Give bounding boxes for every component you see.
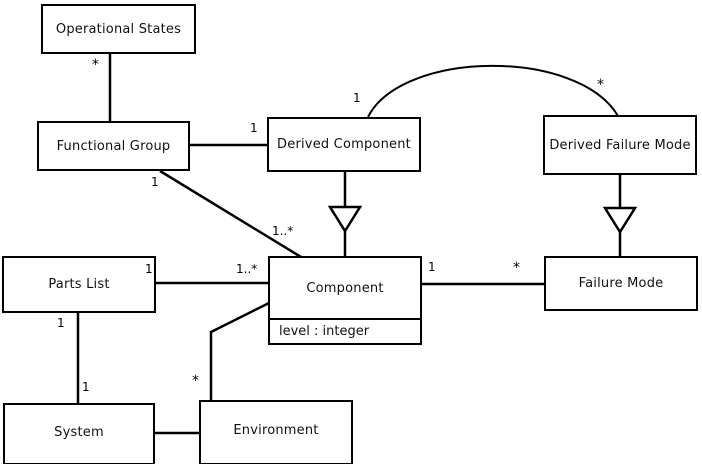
multiplicity-functional-group-component-many: 1..*	[272, 224, 294, 238]
multiplicity-arc-derived-component-one: 1	[353, 91, 361, 105]
class-name-component: Component	[306, 280, 384, 296]
class-box-environment[interactable]: Environment	[199, 400, 353, 464]
multiplicity-operational-states-many: *	[92, 57, 99, 73]
class-box-failure-mode[interactable]: Failure Mode	[544, 256, 698, 311]
class-name-functional-group: Functional Group	[56, 138, 171, 154]
class-name-derived-failure-mode: Derived Failure Mode	[549, 137, 691, 153]
generalization-triangle-component	[327, 205, 363, 234]
multiplicity-environment-many: *	[192, 373, 199, 389]
derived-component-to-derived-failure-mode-arc	[367, 64, 619, 118]
class-box-derived-component[interactable]: Derived Component	[267, 117, 421, 172]
class-box-operational-states[interactable]: Operational States	[41, 4, 196, 54]
class-box-derived-failure-mode[interactable]: Derived Failure Mode	[543, 115, 697, 175]
functional-group-to-component-diagonal	[159, 169, 302, 259]
multiplicity-arc-derived-failure-mode-many: *	[597, 77, 604, 93]
class-name-system: System	[54, 424, 104, 440]
class-name-parts-list: Parts List	[48, 277, 110, 292]
class-box-parts-list[interactable]: Parts List	[2, 256, 156, 313]
multiplicity-parts-list-system-upper-one: 1	[57, 316, 65, 330]
class-box-component[interactable]: Component level : integer	[268, 256, 422, 345]
class-box-system[interactable]: System	[3, 403, 155, 464]
class-box-functional-group[interactable]: Functional Group	[37, 121, 190, 171]
multiplicity-failure-mode-many: *	[513, 260, 520, 276]
class-name-derived-component: Derived Component	[277, 137, 411, 152]
class-name-environment: Environment	[233, 423, 319, 438]
multiplicity-functional-group-one: 1	[151, 175, 159, 189]
multiplicity-parts-list-component-many: 1..*	[236, 262, 258, 276]
class-name-operational-states: Operational States	[55, 21, 182, 37]
generalization-triangle-failure-mode	[602, 206, 638, 235]
multiplicity-derived-component-one: 1	[250, 121, 258, 135]
component-to-environment-polyline	[209, 301, 270, 401]
class-name-failure-mode: Failure Mode	[578, 276, 664, 291]
multiplicity-parts-list-one: 1	[145, 262, 153, 276]
multiplicity-component-failure-mode-one: 1	[428, 260, 436, 274]
class-attribute-component-level: level : integer	[270, 318, 420, 343]
multiplicity-parts-list-system-lower-one: 1	[82, 380, 90, 394]
